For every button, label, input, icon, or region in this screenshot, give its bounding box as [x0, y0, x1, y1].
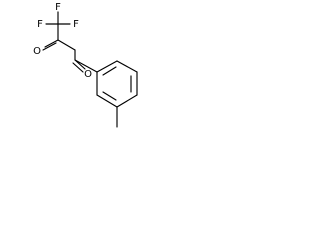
oxygen-left-label: O — [33, 46, 41, 57]
fluorine-top-label: F — [55, 2, 61, 13]
fluorine-left-label: F — [37, 19, 43, 30]
ring-bond-1 — [96, 60, 118, 73]
bond-carbonyl-1-oxygen-a — [44, 39, 59, 48]
oxygen-right-label: O — [84, 69, 92, 80]
ring-inner-bond-3 — [102, 91, 117, 101]
ring-inner-bond-1 — [102, 66, 117, 76]
ring-bond-5 — [96, 94, 118, 108]
ring-bond-2 — [116, 60, 138, 73]
structure-canvas: F F F O O — [0, 0, 150, 150]
fluorine-right-label: F — [73, 19, 79, 30]
bond-carbonyl-1-oxygen-b — [42, 42, 57, 51]
chemical-structure-diagram: F F F O O — [33, 2, 138, 128]
ring-bond-4 — [116, 94, 138, 108]
bond-carbonyl-2-aryl — [74, 59, 98, 73]
bond-carbonyl-1-ch2 — [57, 39, 76, 51]
bond-carbonyl-2-oxygen-b — [72, 62, 84, 73]
